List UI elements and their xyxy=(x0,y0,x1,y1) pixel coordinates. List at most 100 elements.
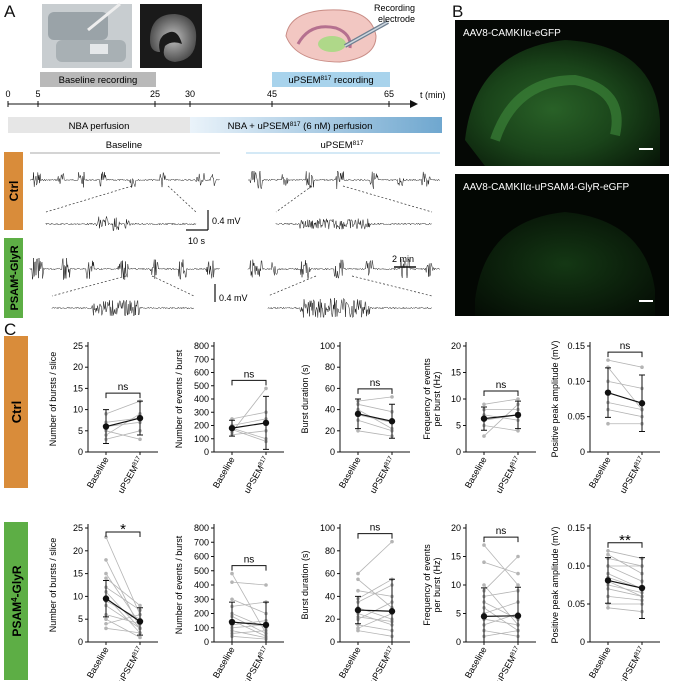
chart-axes xyxy=(213,524,284,643)
x-tick-label: Baseline xyxy=(463,645,489,680)
tick-25: 25 xyxy=(150,89,160,99)
mean-point xyxy=(262,621,270,629)
individual-line xyxy=(105,430,141,440)
x-tick-label: uPSEM817 xyxy=(494,644,523,681)
y-tick-label: 100 xyxy=(320,341,335,351)
individual-point xyxy=(104,626,108,631)
individual-line xyxy=(483,425,519,432)
y-tick-label: 0 xyxy=(456,447,461,457)
individual-line xyxy=(105,536,141,615)
y-tick-label: 0.15 xyxy=(567,523,585,533)
chart-axes xyxy=(465,524,536,643)
individual-line xyxy=(105,400,141,415)
individual-point xyxy=(606,549,610,553)
col-upsem: uPSEM817 xyxy=(320,140,363,151)
y-tick-label: 300 xyxy=(194,594,209,604)
significance-label: ns xyxy=(118,382,129,393)
individual-line xyxy=(105,618,141,638)
x-tick-label: uPSEM817 xyxy=(618,644,647,681)
individual-point xyxy=(482,560,486,564)
individual-line xyxy=(231,630,267,634)
y-tick-label: 0.05 xyxy=(567,412,585,422)
individual-point xyxy=(482,402,486,407)
individual-line xyxy=(231,427,267,440)
mean-point xyxy=(638,400,646,407)
y-tick-label: 0 xyxy=(330,447,335,457)
electrode-label-line1: Recording xyxy=(374,3,415,13)
individual-line xyxy=(483,404,519,437)
row-psam: PSAM4-GlyR xyxy=(9,245,21,310)
zoom-guide-line xyxy=(351,275,433,297)
baseline-recording-label: Baseline recording xyxy=(59,75,138,86)
y-tick-label: 20 xyxy=(73,546,83,556)
individual-line xyxy=(357,396,393,402)
y-tick-label: 0 xyxy=(580,447,585,457)
x-tick-label: uPSEM817 xyxy=(618,454,647,495)
x-tick-label: uPSEM817 xyxy=(242,454,271,495)
rig-photo xyxy=(42,2,132,68)
individual-point xyxy=(516,429,520,433)
scale-bars xyxy=(186,210,416,302)
y-tick-label: 0 xyxy=(204,447,209,457)
y-tick-label: 25 xyxy=(73,523,83,533)
individual-point xyxy=(606,552,610,557)
mean-point xyxy=(514,612,522,619)
trace-psam-upsem xyxy=(247,258,440,279)
individual-line xyxy=(483,601,519,614)
significance-label: ns xyxy=(496,380,507,391)
mean-line xyxy=(483,414,519,420)
significance-label: * xyxy=(120,521,126,538)
electrode-label-line2: electrode xyxy=(378,14,415,24)
individual-line xyxy=(357,414,393,423)
individual-line xyxy=(231,620,267,637)
individual-line xyxy=(607,402,643,410)
individual-line xyxy=(357,419,393,432)
individual-line xyxy=(231,598,267,614)
individual-line xyxy=(357,541,393,574)
y-tick-label: 15 xyxy=(73,569,83,579)
individual-point xyxy=(104,571,108,576)
chart-axes xyxy=(339,524,410,643)
y-tick-label: 0.10 xyxy=(567,561,585,571)
individual-line xyxy=(105,627,141,634)
individual-point xyxy=(516,397,520,401)
mean-point xyxy=(136,618,144,625)
slice-photo xyxy=(140,4,202,68)
individual-line xyxy=(483,556,519,591)
individual-line xyxy=(483,584,519,626)
y-tick-label: 20 xyxy=(73,362,83,372)
individual-line xyxy=(357,584,393,603)
mean-point xyxy=(262,419,270,427)
y-tick-label: 800 xyxy=(194,523,209,533)
zoom-guide-line xyxy=(51,275,127,297)
individual-point xyxy=(104,621,108,626)
individual-line xyxy=(231,581,267,586)
y-tick-label: 300 xyxy=(194,407,209,417)
trace-ctrl-baseline-zoom xyxy=(45,216,197,232)
individual-line xyxy=(607,607,643,612)
scale-mv-1: 0.4 mV xyxy=(212,216,241,226)
individual-line xyxy=(105,559,141,629)
perfusion-nba: NBA perfusion xyxy=(69,121,130,132)
x-tick-label: uPSEM817 xyxy=(242,644,271,681)
chart-axes xyxy=(87,524,158,643)
x-tick-label: Baseline xyxy=(587,455,613,490)
individual-line xyxy=(231,418,267,426)
individual-point xyxy=(356,628,360,633)
significance-bracket xyxy=(607,351,643,358)
row-ctrl: Ctrl xyxy=(7,181,21,202)
x-tick-label: uPSEM817 xyxy=(368,644,397,681)
trace-ctrl-baseline xyxy=(29,171,220,188)
individual-point xyxy=(482,543,486,547)
zoom-guide-line xyxy=(342,185,433,213)
y-tick-label: 20 xyxy=(325,614,335,624)
tick-5: 5 xyxy=(35,89,40,99)
y-tick-label: 20 xyxy=(451,341,461,351)
